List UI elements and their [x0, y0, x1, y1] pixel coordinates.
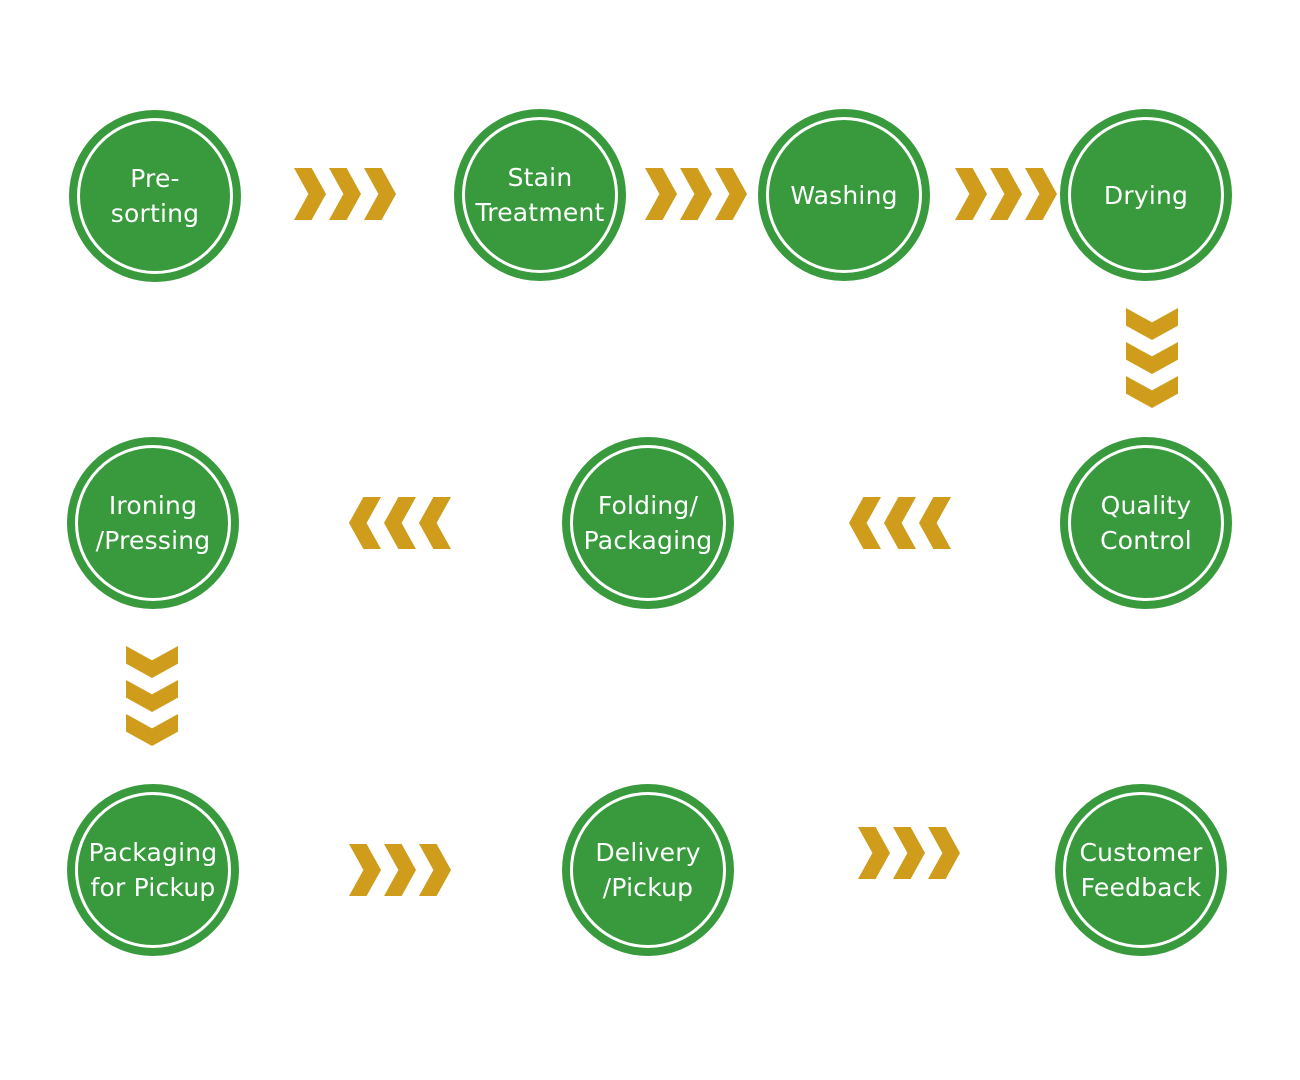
node-ironing-pressing: Ironing /Pressing: [67, 437, 239, 609]
node-packaging-for-pickup: Packaging for Pickup: [67, 784, 239, 956]
node-quality-control: Quality Control: [1060, 437, 1232, 609]
chevron-right-icon: [715, 168, 747, 220]
chevron-right-arrow-delivery-pickup-to-customer-feedback: [858, 827, 960, 879]
chevron-left-icon: [349, 497, 381, 549]
chevron-down-icon: [126, 714, 178, 746]
node-delivery-pickup: Delivery /Pickup: [562, 784, 734, 956]
chevron-right-icon: [893, 827, 925, 879]
chevron-down-icon: [126, 680, 178, 712]
node-stain-treatment: Stain Treatment: [454, 109, 626, 281]
chevron-left-icon: [849, 497, 881, 549]
chevron-right-icon: [680, 168, 712, 220]
node-stain-treatment-label: Stain Treatment: [475, 163, 605, 227]
chevron-left-arrow-folding-packaging-to-ironing-pressing: [349, 497, 451, 549]
chevron-right-icon: [384, 844, 416, 896]
chevron-left-icon: [919, 497, 951, 549]
chevron-right-arrow-pre-sorting-to-stain-treatment: [294, 168, 396, 220]
chevron-down-arrow-ironing-pressing-to-packaging-for-pickup: [126, 646, 178, 746]
node-delivery-pickup-label: Delivery /Pickup: [595, 838, 701, 902]
chevron-right-icon: [645, 168, 677, 220]
node-pre-sorting: Pre- sorting: [69, 110, 241, 282]
node-packaging-for-pickup-label: Packaging for Pickup: [88, 838, 218, 902]
chevron-down-icon: [1126, 308, 1178, 340]
chevron-down-icon: [1126, 376, 1178, 408]
chevron-right-icon: [955, 168, 987, 220]
chevron-right-icon: [858, 827, 890, 879]
chevron-right-icon: [419, 844, 451, 896]
chevron-right-icon: [364, 168, 396, 220]
node-customer-feedback-label: Customer Feedback: [1079, 838, 1203, 902]
node-drying: Drying: [1060, 109, 1232, 281]
node-folding-packaging-label: Folding/ Packaging: [583, 491, 713, 555]
chevron-right-icon: [990, 168, 1022, 220]
node-quality-control-label: Quality Control: [1100, 491, 1192, 555]
node-customer-feedback: Customer Feedback: [1055, 784, 1227, 956]
node-pre-sorting-label: Pre- sorting: [110, 164, 200, 228]
chevron-right-arrow-washing-to-drying: [955, 168, 1057, 220]
chevron-down-icon: [126, 646, 178, 678]
node-folding-packaging: Folding/ Packaging: [562, 437, 734, 609]
chevron-right-icon: [329, 168, 361, 220]
node-washing: Washing: [758, 109, 930, 281]
chevron-left-icon: [419, 497, 451, 549]
chevron-left-arrow-quality-control-to-folding-packaging: [849, 497, 951, 549]
chevron-right-icon: [294, 168, 326, 220]
node-drying-label: Drying: [1103, 180, 1189, 210]
node-washing-label: Washing: [790, 180, 898, 210]
chevron-right-arrow-packaging-for-pickup-to-delivery-pickup: [349, 844, 451, 896]
chevron-left-icon: [384, 497, 416, 549]
node-ironing-pressing-label: Ironing /Pressing: [95, 491, 211, 555]
chevron-right-icon: [928, 827, 960, 879]
chevron-down-icon: [1126, 342, 1178, 374]
chevron-down-arrow-drying-to-quality-control: [1126, 308, 1178, 408]
chevron-left-icon: [884, 497, 916, 549]
chevron-right-arrow-stain-treatment-to-washing: [645, 168, 747, 220]
chevron-right-icon: [1025, 168, 1057, 220]
chevron-right-icon: [349, 844, 381, 896]
